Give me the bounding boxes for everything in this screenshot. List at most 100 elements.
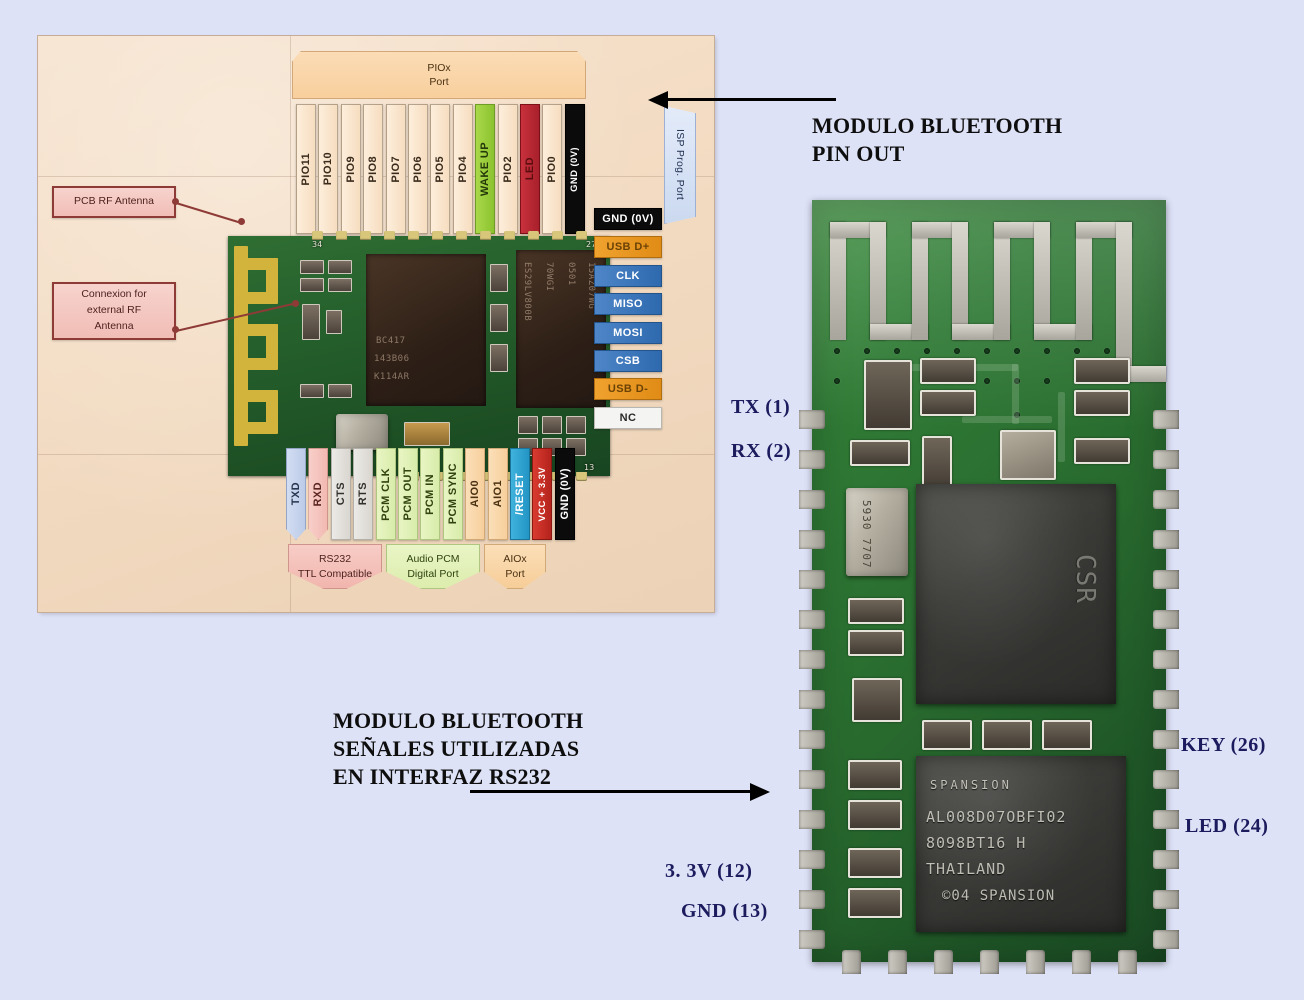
flash-memory-chip: SPANSION AL008D07OBFI02 8098BT16 H THAIL… <box>916 756 1126 932</box>
pin-label: AIO1 <box>491 480 504 508</box>
leader-dot <box>292 300 299 307</box>
rs232-port-bracket: RS232 TTL Compatible <box>288 544 382 589</box>
crystal-can: 5930 7707 <box>846 488 908 576</box>
top-pin-pio2: PIO2 <box>497 104 518 234</box>
flash-chip-marking: ES29LV800B <box>522 262 532 322</box>
rs232-port-label: RS232 TTL Compatible <box>297 553 373 580</box>
pin-label: USB D- <box>607 383 649 396</box>
photo-pin-label-3v3: 3. 3V (12) <box>665 860 753 882</box>
aiox-port-label: AIOx Port <box>503 553 527 580</box>
flash-chip-marking-4: 15AZ07WG <box>586 262 596 310</box>
pin-label: PIO8 <box>367 155 380 183</box>
flash-part-marking: AL008D07OBFI02 <box>926 808 1067 826</box>
bottom-pin-cts: CTS <box>330 448 351 540</box>
right-pin-gnd-0v: GND (0V) <box>594 208 662 230</box>
pinout-annotation-title: MODULO BLUETOOTH PIN OUT <box>812 113 1063 167</box>
pin-label: USB D+ <box>606 241 650 254</box>
top-pin-pio6: PIO6 <box>408 104 428 234</box>
right-pin-usb-d: USB D- <box>594 378 662 401</box>
pin-number-27: 27 <box>586 240 597 249</box>
pin-label: PCM OUT <box>402 467 414 521</box>
flash-copyright-marking: ©04 SPANSION <box>942 888 1056 904</box>
top-pin-pio8: PIO8 <box>363 104 384 234</box>
pin-label: CLK <box>616 269 640 282</box>
right-pin-mosi: MOSI <box>594 321 662 344</box>
flash-chip <box>516 250 606 408</box>
bottom-pin-rxd: RXD <box>308 448 329 540</box>
pin-label: PIO9 <box>344 155 357 183</box>
bt-soc-chip: CSR <box>916 484 1116 704</box>
pin-label: RXD <box>312 481 325 507</box>
flash-chip-marking-3: 0501 <box>566 262 576 286</box>
pin-label: PIO10 <box>322 152 335 186</box>
pinout-arrow-head <box>648 91 668 109</box>
pcb-body: 5930 7707 CSR SPANSION AL008D07OBFI02 80… <box>799 200 1179 974</box>
pin-label: VCC + 3.3V <box>536 466 548 522</box>
pin-label: PCM IN <box>424 473 437 515</box>
flash-lot-marking: 8098BT16 H <box>926 834 1027 852</box>
top-pin-pio0: PIO0 <box>542 104 563 234</box>
bottom-pin-pcm-sync: PCM SYNC <box>442 448 463 540</box>
bottom-pin-aio1: AIO1 <box>487 448 508 540</box>
top-pin-wake-up: WAKE UP <box>475 104 496 234</box>
bottom-pin-pcm-out: PCM OUT <box>398 448 418 540</box>
pin-label: NC <box>619 411 637 424</box>
top-pin-pio11: PIO11 <box>296 104 316 234</box>
pio-port-bracket: PIOx Port <box>292 51 586 99</box>
right-pin-nc: NC <box>594 406 662 429</box>
right-pin-miso: MISO <box>594 293 662 316</box>
right-pin-csb: CSB <box>594 350 662 372</box>
top-pin-pio10: PIO10 <box>318 104 339 234</box>
pin-label: TXD <box>290 482 302 506</box>
pin-label: MISO <box>613 298 643 311</box>
pin-label: PIO0 <box>546 155 559 183</box>
crystal-marking: 5930 7707 <box>860 500 873 569</box>
bottom-pin-txd: TXD <box>286 448 306 540</box>
pin-label: PCM CLK <box>379 467 392 521</box>
pin-number-13: 13 <box>584 463 595 472</box>
photo-pin-label-key: KEY (26) <box>1181 734 1266 756</box>
pin-label: GND (0V) <box>602 213 654 225</box>
bt-chip-marking-2: 143B06 <box>374 354 410 364</box>
top-pin-pio9: PIO9 <box>340 104 361 234</box>
pin-label: /RESET <box>514 472 526 516</box>
bottom-pin-aio0: AIO0 <box>465 448 486 540</box>
bottom-pin-reset: /RESET <box>510 448 530 540</box>
aiox-port-bracket: AIOx Port <box>484 544 546 589</box>
pin-label: PIO2 <box>501 155 514 183</box>
flash-chip-marking-2: 70WGI <box>544 262 554 292</box>
pin-label: CTS <box>334 482 347 506</box>
pin-label: LED <box>524 157 536 181</box>
pin-label: RTS <box>357 482 370 506</box>
photo-pin-label-gnd: GND (13) <box>681 900 768 922</box>
bluetooth-module-photo: 5930 7707 CSR SPANSION AL008D07OBFI02 80… <box>799 200 1179 974</box>
pin-label: PIO4 <box>456 155 469 183</box>
flash-brand-marking: SPANSION <box>930 778 1012 792</box>
callout-pcb-rf-antenna: PCB RF Antenna <box>52 186 176 218</box>
callout-external-rf-antenna-text: Connexion for external RF Antenna <box>81 288 147 332</box>
callout-external-rf-antenna: Connexion for external RF Antenna <box>52 282 176 340</box>
pin-label: CSB <box>615 355 641 367</box>
mini-pcb-photo: BC417 143B06 K114AR ES29LV800B 70WGI 050… <box>228 231 610 481</box>
pin-label: PIO6 <box>412 155 424 183</box>
top-pin-pio5: PIO5 <box>430 104 451 234</box>
pin-number-34: 34 <box>312 240 323 249</box>
right-pin-usb-d: USB D+ <box>594 236 662 259</box>
leader-dot <box>238 218 245 225</box>
rs232-arrow-line <box>470 790 750 793</box>
bottom-pin-pcm-in: PCM IN <box>420 448 441 540</box>
pin-label: WAKE UP <box>479 141 492 197</box>
isp-prog-port-label: ISP Prog. Port <box>674 129 687 201</box>
pin-label: MOSI <box>613 326 643 339</box>
pin-label: PIO11 <box>300 152 312 186</box>
pin-label: GND (0V) <box>569 146 581 192</box>
pinout-diagram-panel: PIOx Port PIO11 PIO10 PIO9 PIO8 PIO7 PIO6 PIO5… <box>38 36 714 612</box>
pin-label: GND (0V) <box>558 468 571 520</box>
right-pin-clk: CLK <box>594 264 662 287</box>
rs232-arrow-head <box>750 783 770 801</box>
photo-pin-label-led: LED (24) <box>1185 815 1269 837</box>
top-pin-pio7: PIO7 <box>385 104 406 234</box>
pin-label: PIO7 <box>389 155 402 183</box>
bt-chip-marking: BC417 <box>376 336 406 346</box>
